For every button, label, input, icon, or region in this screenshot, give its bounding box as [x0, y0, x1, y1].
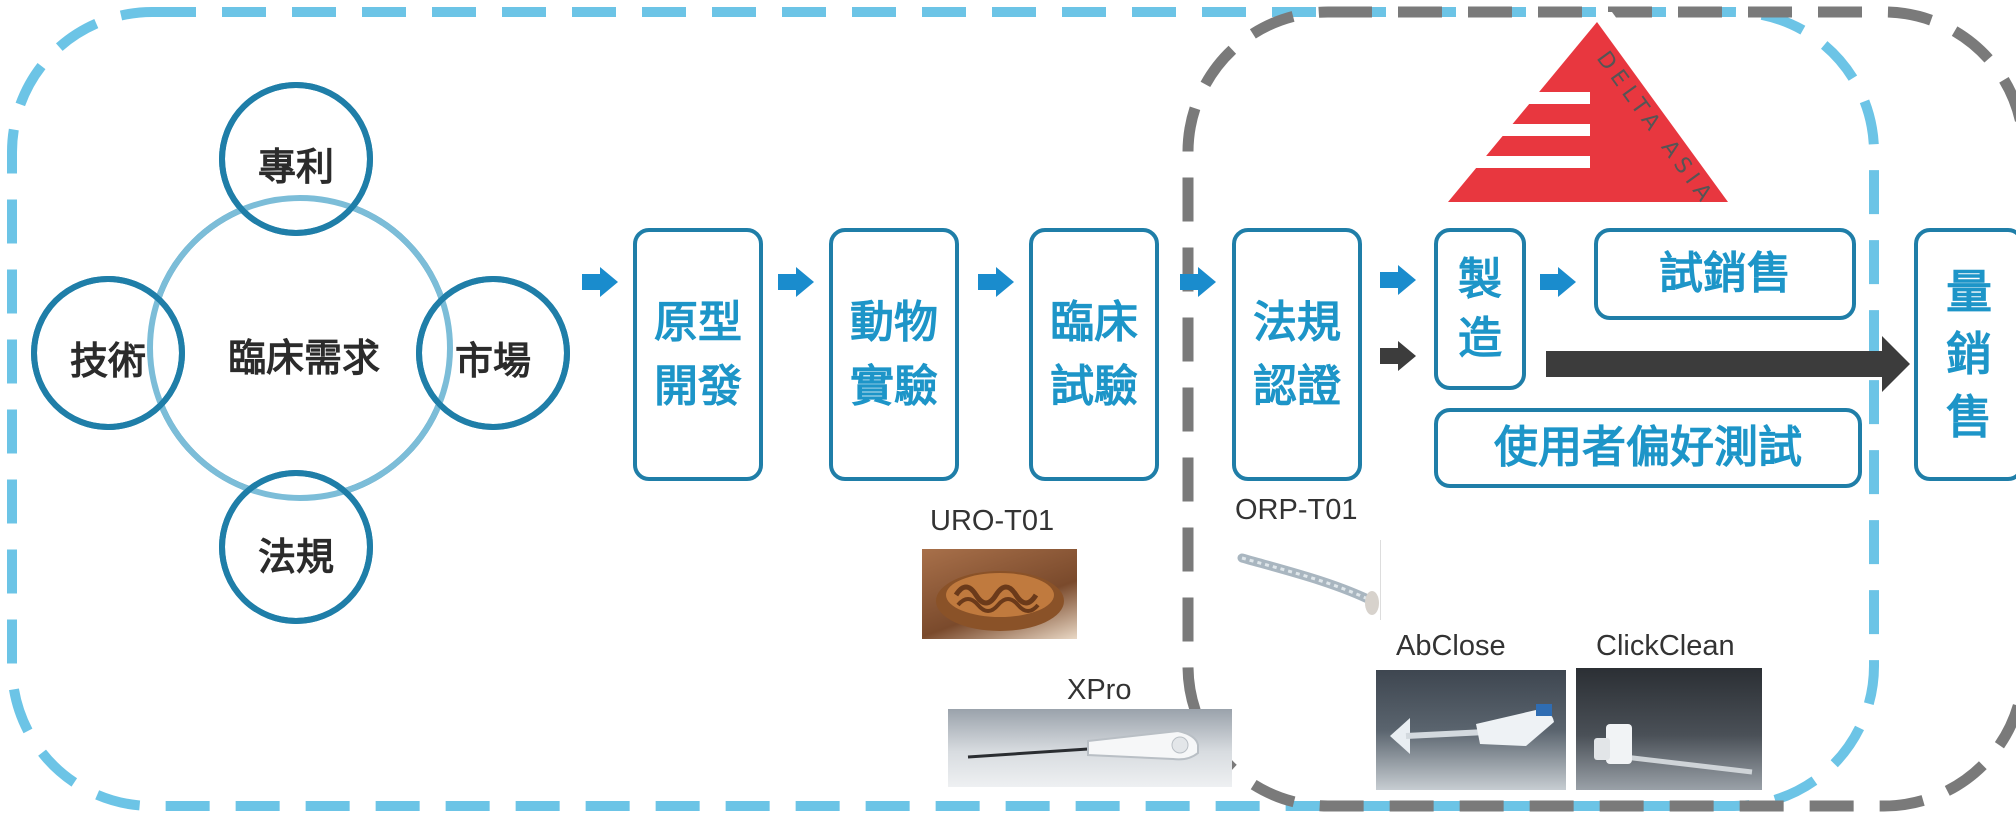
stage-trial-sales-box: 試銷售 [1594, 228, 1856, 320]
arrow-dark-to-manufacturing [1380, 341, 1416, 371]
stage-prototype-line1: 原型 [654, 296, 742, 348]
stage-clinical-box: 臨床 試驗 [1029, 228, 1159, 481]
right-circle-label: 市場 [454, 339, 531, 383]
product-label-abclose: AbClose [1396, 630, 1506, 662]
arrow-to-clinical [978, 267, 1014, 297]
product-photo-xpro [948, 709, 1232, 787]
bottom-circle-label: 法規 [257, 535, 334, 579]
product-label-clickclean: ClickClean [1596, 630, 1735, 662]
stage-clinical-line1: 臨床 [1050, 296, 1138, 348]
product-photo-uro [922, 549, 1077, 639]
arrow-to-regulatory [1180, 267, 1216, 297]
product-photo-orp [1234, 540, 1381, 620]
stage-animal-line1: 動物 [850, 296, 938, 348]
gray-dashed-region [1182, 6, 2016, 812]
stage-manufacturing-line2: 造 [1458, 313, 1502, 364]
arrow-to-animal [778, 267, 814, 297]
arrow-to-trial-sales [1540, 267, 1576, 297]
product-label-uro: URO-T01 [930, 505, 1055, 537]
stage-mass-sales-line3: 售 [1946, 389, 1992, 444]
stage-mass-sales-line1: 量 [1946, 265, 1992, 320]
arrow-to-prototype [582, 267, 618, 297]
left-circle-label: 技術 [69, 339, 146, 383]
stage-clinical-line2: 試驗 [1050, 360, 1138, 412]
big-dark-arrow [1546, 336, 1910, 392]
blue-dashed-region [7, 7, 1879, 811]
stage-mass-sales-line2: 銷 [1946, 327, 1992, 382]
stage-mass-sales-box: 量 銷 售 [1914, 228, 2016, 481]
delta-asia-logo: DELTA ASIA [1448, 12, 1742, 211]
stage-regulatory-box: 法規 認證 [1232, 228, 1362, 481]
stage-user-test-box: 使用者偏好測試 [1434, 408, 1862, 488]
product-label-orp: ORP-T01 [1235, 494, 1358, 526]
product-photo-clickclean [1576, 668, 1762, 790]
stage-manufacturing-box: 製 造 [1434, 228, 1526, 390]
stage-prototype-box: 原型 開發 [633, 228, 763, 481]
stage-prototype-line2: 開發 [654, 360, 742, 412]
stage-animal-line2: 實驗 [850, 360, 938, 412]
stage-regulatory-line2: 認證 [1253, 360, 1341, 412]
stage-animal-box: 動物 實驗 [829, 228, 959, 481]
arrow-to-manufacturing [1380, 265, 1416, 295]
center-circle-label: 臨床需求 [227, 336, 380, 380]
product-photo-abclose [1376, 670, 1566, 790]
product-label-xpro: XPro [1067, 674, 1132, 706]
center-circle-overlay [147, 195, 453, 501]
stage-regulatory-line1: 法規 [1253, 296, 1341, 348]
top-circle-label: 專利 [257, 145, 334, 189]
stage-manufacturing-line1: 製 [1458, 253, 1502, 305]
